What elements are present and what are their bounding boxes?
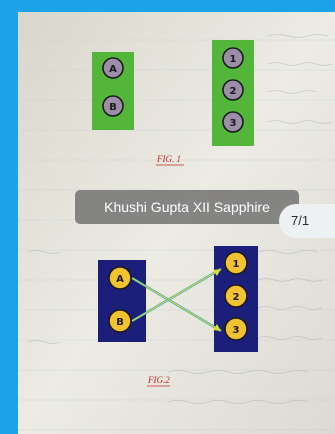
page-counter-badge[interactable]: 7/1 (279, 204, 335, 238)
fig1-label-b: B (109, 102, 117, 113)
fig2-label-2: 2 (233, 292, 240, 303)
fig2-label-b: B (116, 317, 124, 328)
fig1-label-2: 2 (230, 86, 237, 97)
fig1-label-a: A (109, 64, 117, 75)
fig1-caption: FIG. 1 (156, 154, 181, 164)
fig2-label-3: 3 (233, 325, 240, 336)
fig2-caption: FIG.2 (147, 375, 170, 385)
fig1-label-3: 3 (230, 118, 237, 129)
fig2-label-a: A (116, 274, 124, 285)
image-caption-overlay: Khushi Gupta XII Sapphire (75, 190, 299, 224)
fig1-label-1: 1 (230, 54, 237, 65)
fig2-label-1: 1 (233, 259, 240, 270)
